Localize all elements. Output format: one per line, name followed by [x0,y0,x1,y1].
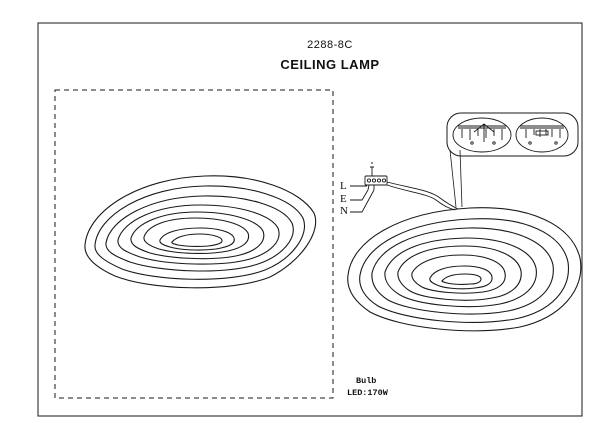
detail-oval-left [452,117,512,153]
drawing-frame [37,22,583,417]
wire-label-neutral: N [340,205,348,217]
lamp-perspective-view [347,207,582,332]
bulb-label: Bulb [356,376,377,386]
lamp-top-view [84,175,317,289]
lamp-cable [386,181,459,211]
wire-label-earth: E [340,193,347,205]
model-number: 2288-8C [307,39,353,51]
bulb-spec: LED:170W [347,388,388,398]
dashed-outline-box [54,89,334,399]
supply-wires [350,185,375,213]
wire-label-live: L [340,180,347,192]
mounting-detail-inset [446,112,579,157]
detail-oval-right [515,117,569,153]
product-name: CEILING LAMP [280,57,380,72]
terminal-block [364,162,388,191]
detail-leader [449,149,463,208]
